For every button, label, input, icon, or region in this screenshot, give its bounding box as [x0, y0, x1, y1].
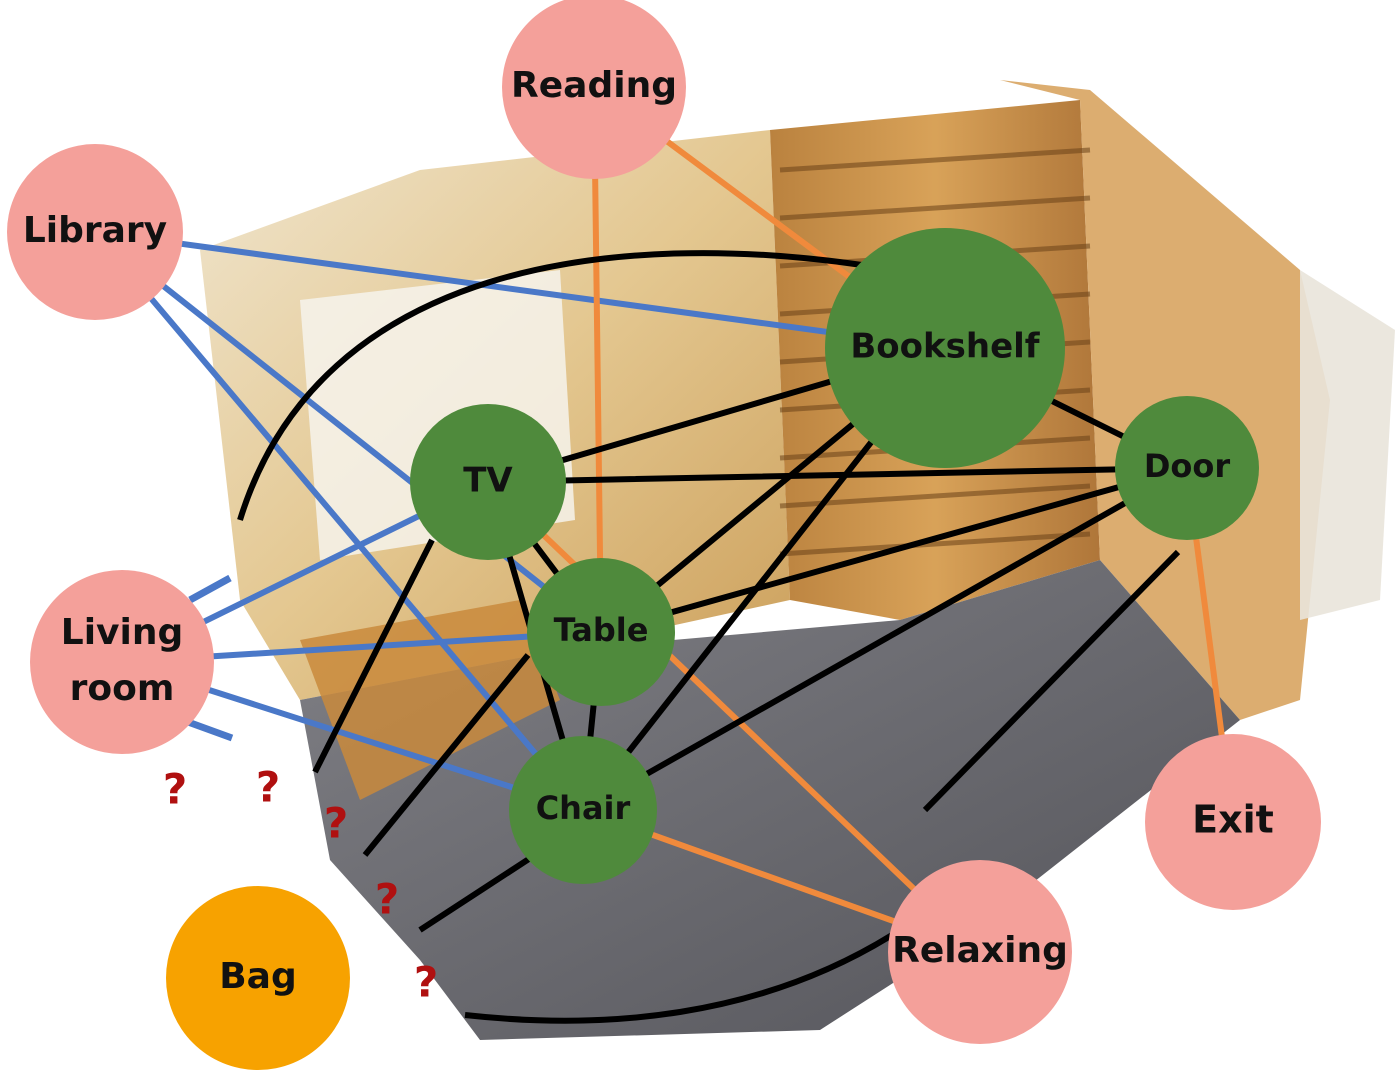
shelf-stripe: [779, 195, 1091, 221]
node-door: Door: [1115, 396, 1259, 540]
node-table: Table: [527, 558, 675, 706]
node-circle-door: [1115, 396, 1259, 540]
question-mark: ?: [324, 799, 348, 848]
node-label-door: Door: [1144, 447, 1231, 485]
node-circle-chair: [509, 736, 657, 884]
node-relaxing: Relaxing: [888, 860, 1072, 1044]
question-mark: ?: [414, 958, 438, 1007]
shelf-stripe: [779, 483, 1091, 509]
node-bookshelf: Bookshelf: [825, 228, 1065, 468]
node-reading: Reading: [502, 0, 686, 179]
edge-library-to-table: [92, 229, 604, 635]
edge-library-to-chair: [92, 229, 586, 813]
shelf-stripe: [779, 531, 1091, 557]
room-desk: [300, 600, 560, 800]
node-library: Library: [7, 144, 183, 320]
node-label-living-line1: Living: [61, 612, 183, 653]
node-label-bookshelf: Bookshelf: [850, 327, 1040, 367]
edge-tv-to-bag: [312, 538, 435, 774]
curve-layer: [186, 250, 1181, 1024]
node-label-chair: Chair: [536, 789, 631, 827]
edge-tv-to-door: [485, 465, 1190, 485]
arc-bookshelf-to-living: [237, 250, 863, 521]
edge-living-dash-top: [188, 574, 232, 604]
node-circle-library: [7, 144, 183, 320]
node-chair: Chair: [509, 736, 657, 884]
node-circle-bag: [166, 886, 350, 1070]
node-label-relaxing: Relaxing: [892, 930, 1068, 971]
edge-tv-to-relaxing: [485, 479, 983, 955]
node-label-reading: Reading: [511, 65, 677, 106]
question-mark-layer: ?????: [163, 763, 438, 1007]
edge-table-to-door: [598, 465, 1190, 635]
node-living: Living room: [30, 570, 214, 754]
node-circle-relaxing: [888, 860, 1072, 1044]
node-label-table: Table: [554, 611, 649, 649]
edge-door-to-bag: [922, 549, 1181, 813]
node-label-living-line2: room: [70, 668, 175, 709]
node-circle-table: [527, 558, 675, 706]
node-label-exit: Exit: [1192, 798, 1274, 842]
node-circle-tv: [410, 404, 566, 560]
edge-table-to-bag: [362, 653, 531, 857]
question-mark: ?: [163, 765, 187, 814]
node-label-bag: Bag: [219, 956, 297, 997]
room-side-wall: [1300, 270, 1395, 620]
arc-relaxing-to-bag: [464, 927, 902, 1024]
question-mark: ?: [256, 763, 280, 812]
edge-chair-to-door: [580, 465, 1190, 813]
node-circle-bookshelf: [825, 228, 1065, 468]
question-mark: ?: [375, 875, 399, 924]
node-circle-living: [30, 570, 214, 754]
node-exit: Exit: [1145, 734, 1321, 910]
node-label-library: Library: [23, 210, 167, 251]
node-label-tv: TV: [463, 461, 513, 501]
edge-chair-to-bag: [418, 852, 537, 933]
edge-library-to-bookshelf: [92, 229, 948, 351]
node-circle-exit: [1145, 734, 1321, 910]
node-circle-reading: [502, 0, 686, 179]
edge-living-dash-bottom: [186, 718, 234, 742]
shelf-stripe: [779, 147, 1091, 173]
node-bag: Bag: [166, 886, 350, 1070]
node-tv: TV: [410, 404, 566, 560]
